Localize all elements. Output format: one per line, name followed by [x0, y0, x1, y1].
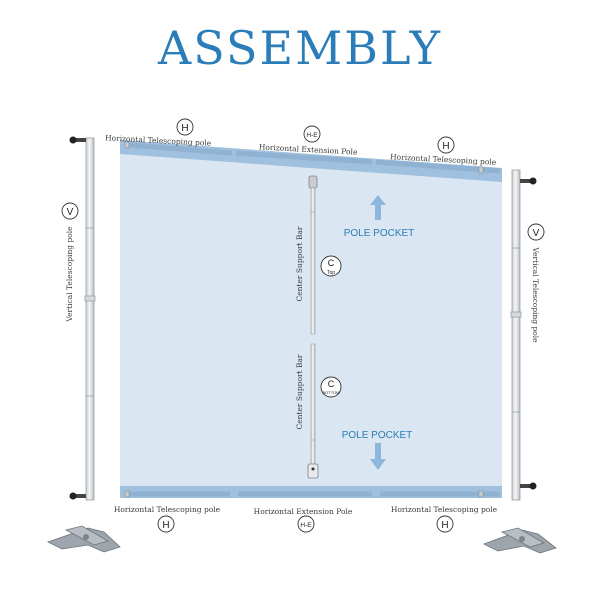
- end-cap-icon: [69, 492, 86, 500]
- base-foot-icon: [482, 527, 557, 554]
- arrow-down-icon: [370, 443, 386, 470]
- code-subtext: Top: [327, 270, 335, 276]
- code-text: C: [328, 258, 335, 268]
- end-cap-icon: [520, 482, 537, 490]
- label-bottom-horizontal-extension: Horizontal Extension Pole: [254, 507, 353, 516]
- code-badge-c-bottom: C BOTTOM: [320, 376, 342, 398]
- center-support-bar-bottom: [307, 343, 319, 479]
- label-center-support-top: Center Support Bar: [295, 226, 304, 301]
- code-subtext: BOTTOM: [322, 390, 339, 395]
- label-right-vertical-telescoping: Vertical Telescoping pole: [531, 246, 540, 343]
- top-horizontal-extension-pole: [235, 150, 373, 165]
- code-badge-right-v: V: [527, 223, 545, 241]
- label-center-support-bottom: Center Support Bar: [295, 354, 304, 429]
- code-badge-top-right-h: H: [437, 136, 455, 154]
- pole-pocket-label-bottom: POLE POCKET: [342, 430, 413, 441]
- left-vertical-telescoping-pole: [84, 137, 96, 501]
- base-foot-icon: [46, 525, 121, 553]
- code-text: H: [442, 141, 449, 152]
- code-text: V: [67, 207, 74, 218]
- code-text: H: [181, 123, 188, 134]
- right-vertical-telescoping-pole: [510, 169, 522, 501]
- code-text: H-E: [306, 132, 318, 139]
- bottom-left-connector: [124, 490, 130, 498]
- code-text: H-E: [300, 522, 312, 529]
- bottom-right-connector: [478, 490, 484, 498]
- code-text: V: [533, 228, 540, 239]
- arrow-up-icon: [370, 195, 386, 220]
- code-text: H: [162, 520, 169, 531]
- code-badge-bottom-right-h: H: [436, 515, 454, 533]
- pole-pocket-label-top: POLE POCKET: [344, 228, 415, 239]
- center-support-bar-top: [308, 175, 318, 335]
- page-title: ASSEMBLY: [157, 21, 442, 75]
- code-badge-bottom-he: H-E: [297, 515, 315, 533]
- code-badge-top-left-h: H: [176, 118, 194, 136]
- code-badge-bottom-left-h: H: [157, 515, 175, 533]
- code-badge-left-v: V: [61, 202, 79, 220]
- code-badge-c-top: C Top: [320, 255, 342, 277]
- end-cap-icon: [69, 136, 86, 144]
- code-text: C: [328, 379, 335, 389]
- label-bottom-right-horizontal-telescoping: Horizontal Telescoping pole: [391, 505, 498, 514]
- top-right-connector: [478, 166, 484, 174]
- code-badge-top-he: H-E: [303, 125, 321, 143]
- label-bottom-left-horizontal-telescoping: Horizontal Telescoping pole: [114, 505, 221, 514]
- end-cap-icon: [520, 177, 537, 185]
- code-text: H: [441, 520, 448, 531]
- top-left-horizontal-telescoping-pole: [127, 142, 233, 156]
- label-left-vertical-telescoping: Vertical Telescoping pole: [65, 226, 74, 323]
- top-left-connector: [124, 141, 130, 149]
